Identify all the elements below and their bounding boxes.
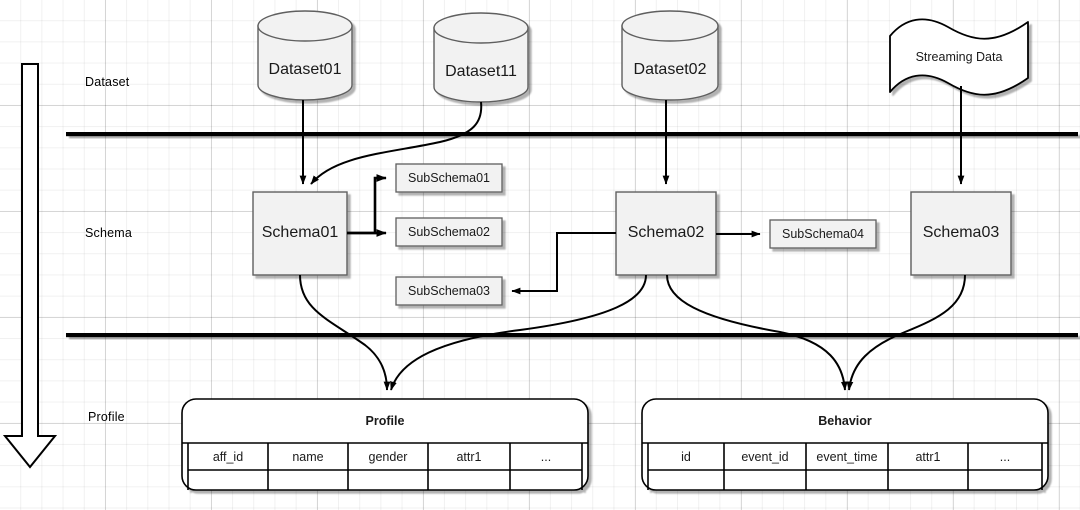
- dataset01-shape[interactable]: [257, 10, 353, 101]
- subschema02-shape[interactable]: [395, 217, 503, 247]
- edge-schema03-behavior: [846, 274, 966, 391]
- divider-dataset-schema: [66, 132, 1078, 137]
- subschema01-shape[interactable]: [395, 163, 503, 193]
- subschema03-shape[interactable]: [395, 276, 503, 306]
- edge-schema02-subschema03: [511, 232, 616, 295]
- edge-schema01-profile: [299, 274, 391, 391]
- schema03-shape[interactable]: [910, 191, 1012, 276]
- streaming-data-shape[interactable]: [889, 18, 1029, 96]
- schema01-shape[interactable]: [252, 191, 348, 276]
- schema02-shape[interactable]: [615, 191, 717, 276]
- lane-label-profile: Profile: [88, 410, 125, 424]
- edge-schema02-profile: [390, 274, 647, 391]
- edge-schema02-behavior: [666, 274, 848, 391]
- edge-schema01-subschema01: [347, 174, 387, 235]
- lane-label-schema: Schema: [85, 226, 133, 240]
- dataset11-shape[interactable]: [433, 12, 529, 103]
- downward-flow-arrow-icon: [2, 63, 58, 469]
- behavior-table-shape[interactable]: [641, 398, 1049, 491]
- subschema04-shape[interactable]: [769, 219, 877, 249]
- divider-schema-profile: [66, 333, 1078, 338]
- dataset02-shape[interactable]: [621, 10, 719, 101]
- edge-dataset11-schema01: [310, 101, 483, 185]
- lane-label-dataset: Dataset: [85, 75, 130, 89]
- profile-table-shape[interactable]: [181, 398, 589, 491]
